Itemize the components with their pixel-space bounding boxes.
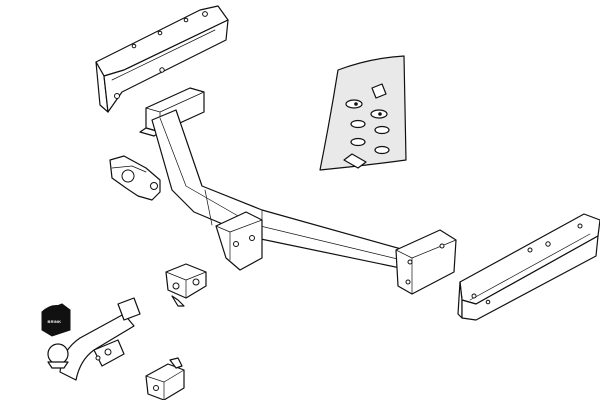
ball-mount-bracket <box>215 211 263 271</box>
socket-clamp <box>165 263 207 307</box>
lower-clamp <box>145 357 185 400</box>
connector-brand-label: BRINK <box>48 319 62 324</box>
tow-ball-neck <box>47 297 141 381</box>
side-clamp-bracket <box>109 155 161 201</box>
crossbar-end-plate <box>395 229 457 295</box>
bolt-detail-inset <box>319 55 407 171</box>
right-mounting-bracket <box>457 213 600 321</box>
electrical-connector: BRINK <box>41 303 71 337</box>
left-mounting-bracket <box>95 5 229 113</box>
